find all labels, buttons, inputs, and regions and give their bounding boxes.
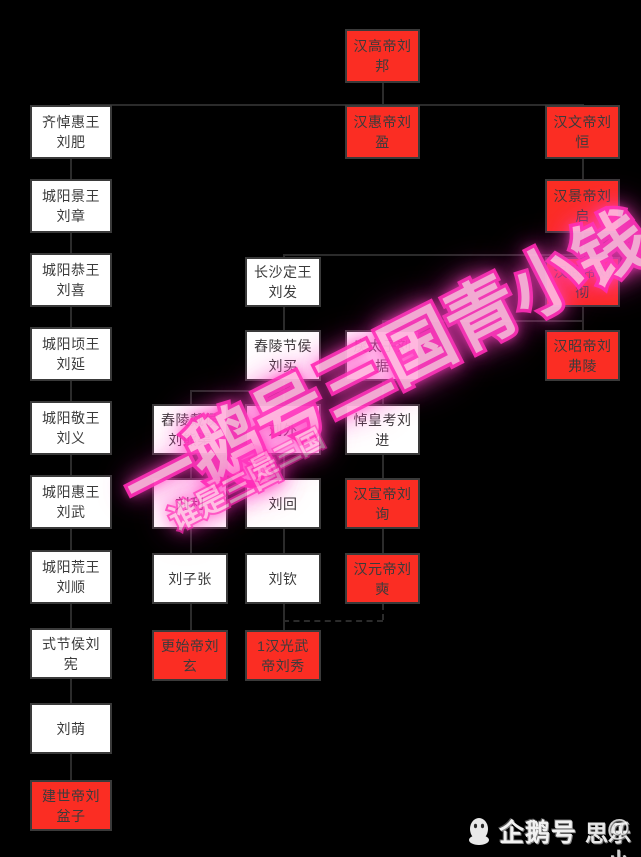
node-hanjingdi[interactable]: 汉景帝刘启 (545, 179, 620, 233)
penguin-icon (468, 817, 490, 845)
edge-n17-n21 (382, 455, 384, 479)
footer-bar: 企鹅号 思乐 @小鲜有球 (0, 805, 641, 857)
node-liuqin[interactable]: 刘钦 (245, 553, 321, 604)
edge-n7-n10 (70, 307, 72, 331)
edge-to-n15 (190, 390, 192, 404)
node-qidaohuiwang[interactable]: 齐悼惠王刘肥 (30, 105, 112, 159)
edge-n21-n25 (382, 529, 384, 553)
edge-root-bus (70, 104, 584, 106)
node-hangaodi[interactable]: 汉高帝刘邦 (345, 29, 420, 83)
edge-n14-n18 (70, 455, 72, 479)
edge-to-n8 (283, 254, 285, 258)
edge-n22-n26 (70, 604, 72, 628)
node-changshading[interactable]: 长沙定王刘发 (245, 257, 321, 307)
edge-n16-n20 (283, 455, 285, 479)
handle-overlay-text: @小鲜有球 (607, 815, 630, 857)
node-chengyanghui[interactable]: 城阳惠王刘武 (30, 475, 112, 529)
node-litaizi[interactable]: 戾太子刘据 (345, 330, 420, 381)
edge-bus-jingdi (283, 254, 584, 256)
edge-to-n12 (382, 320, 384, 330)
edge-n23-n27 (190, 604, 192, 630)
edge-n10-n14 (70, 381, 72, 405)
edge-n24-n28 (283, 604, 285, 630)
node-jianshidi[interactable]: 建世帝刘盆子 (30, 780, 112, 831)
edge-n15-n19 (190, 455, 192, 479)
edge-n9-bus (582, 307, 584, 321)
node-chengyangjing[interactable]: 城阳景王刘章 (30, 179, 112, 233)
edge-n4-n6 (582, 159, 584, 183)
edge-n12-n17 (382, 381, 384, 404)
node-hanxuandi[interactable]: 汉宣帝刘询 (345, 478, 420, 529)
watermark-dot (236, 452, 264, 480)
edge-n8-n11 (283, 307, 285, 331)
node-hanyuandi[interactable]: 汉元帝刘奭 (345, 553, 420, 604)
edge-to-n9 (582, 254, 584, 258)
edge-n2-n5 (70, 159, 72, 183)
node-hanwudi[interactable]: 汉武帝刘彻 (545, 257, 620, 307)
edge-n18-n22 (70, 529, 72, 553)
handle-text: 思乐 (585, 820, 631, 846)
edge-n11-bus (283, 381, 285, 391)
node-liuwai[interactable]: 刘外 (245, 404, 321, 455)
node-chunlingjiehou[interactable]: 舂陵节侯刘买 (245, 330, 321, 381)
edge-to-n13 (582, 320, 584, 330)
edge-bus-chunling (190, 390, 285, 392)
edge-dashed-link (283, 620, 383, 622)
node-liuzizhang[interactable]: 刘子张 (152, 553, 228, 604)
node-hanhuidi[interactable]: 汉惠帝刘盈 (345, 105, 420, 159)
edge-dashed-stem (382, 604, 384, 620)
edge-n5-n7 (70, 233, 72, 257)
node-chunlingdaihou[interactable]: 舂陵戴侯刘熊渠 (152, 404, 228, 455)
edge-n26-n29 (70, 679, 72, 703)
node-hanwendi[interactable]: 汉文帝刘恒 (545, 105, 620, 159)
node-hanzhaodi[interactable]: 汉昭帝刘弗陵 (545, 330, 620, 381)
node-chengyanghuang[interactable]: 城阳荒王刘顺 (30, 550, 112, 604)
edge-n19-n23 (190, 529, 192, 553)
node-gengshidi[interactable]: 更始帝刘玄 (152, 630, 228, 681)
node-shijiehou[interactable]: 式节侯刘宪 (30, 628, 112, 679)
edge-bus-wudi (382, 320, 584, 322)
node-chengyangjingw[interactable]: 城阳敬王刘义 (30, 401, 112, 455)
node-daohuangkao[interactable]: 悼皇考刘进 (345, 404, 420, 455)
node-chengyangqing[interactable]: 城阳顷王刘延 (30, 327, 112, 381)
node-chengyanggong[interactable]: 城阳恭王刘喜 (30, 253, 112, 307)
edge-root-stem (382, 83, 384, 105)
node-liuhui[interactable]: 刘回 (245, 478, 321, 529)
edge-n6-bus (582, 233, 584, 255)
edge-n29-n30 (70, 754, 72, 780)
edge-to-n16 (283, 390, 285, 404)
node-liumeng[interactable]: 刘萌 (30, 703, 112, 754)
node-hanguangwudi[interactable]: 1汉光武帝刘秀 (245, 630, 321, 681)
edge-n20-n24 (283, 529, 285, 553)
brand-label: 企鹅号 (498, 819, 577, 847)
node-liuli[interactable]: 刘利 (152, 478, 228, 529)
handle-label: 思乐 @小鲜有球 (585, 814, 631, 857)
